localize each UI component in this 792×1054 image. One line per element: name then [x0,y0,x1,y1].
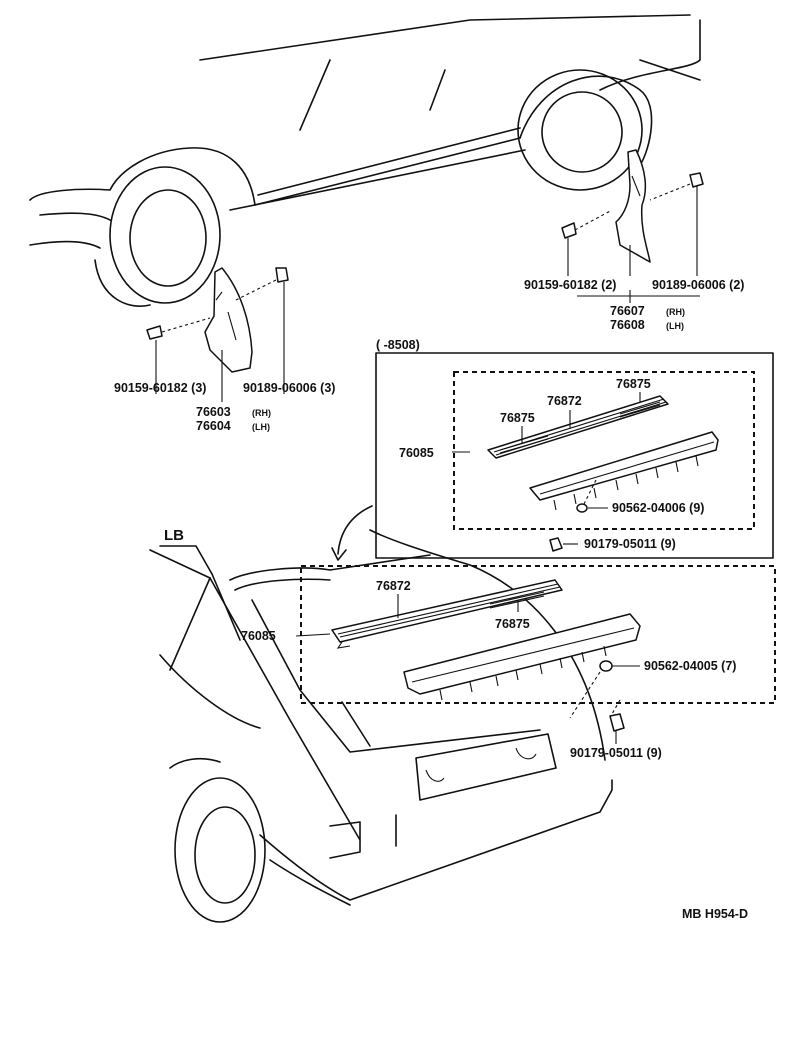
rear-mudguard-part [615,149,651,263]
rear-part-rh: 76607 [610,304,645,318]
main-stripe-tape [331,579,563,643]
diagram-code: MB H954-D [682,907,748,921]
main-spoiler-label: 76085 [241,629,276,643]
main-spoiler-body [403,613,641,695]
clip-icon [549,537,563,552]
inset-stripe-center: 76872 [547,394,582,408]
front-mudguard-group: 90159-60182 (3) 90189-06006 (3) 76603 (R… [114,267,335,433]
inset-spoiler [529,431,719,501]
inset-frame [375,352,774,559]
front-clip-label: 90189-06006 (3) [243,381,335,395]
car-rear-view: LB [149,527,613,923]
inset-stripe-right: 76875 [616,377,651,391]
nut-icon [599,660,613,672]
inset-dashed-frame [453,371,755,530]
license-plate-recess [415,733,557,801]
front-lh-tag: (LH) [252,422,270,432]
front-part-lh: 76604 [196,419,231,433]
rear-rh-tag: (RH) [666,307,685,317]
clip-icon [689,172,704,188]
main-spoiler-group: 76872 76875 76085 90562-04005 (7) 90179-… [241,565,776,760]
rear-clip-label: 90189-06006 (2) [652,278,744,292]
main-nut-label: 90562-04005 (7) [644,659,736,673]
inset-clip-label: 90179-05011 (9) [584,537,676,551]
inset-stripe-left: 76875 [500,411,535,425]
clip-icon [275,267,289,283]
inset-nut-label: 90562-04006 (9) [612,501,704,515]
inset-spoiler-label: 76085 [399,446,434,460]
screw-icon [561,222,577,239]
front-screw-label: 90159-60182 (3) [114,381,206,395]
inset-group: ( -8508) 76875 76872 76875 76085 90562-0… [331,338,774,561]
front-rh-tag: (RH) [252,408,271,418]
nut-icon [576,503,588,513]
main-clip-label: 90179-05011 (9) [570,746,662,760]
front-mudguard-part [204,267,253,373]
rear-mudguard-group: 90159-60182 (2) 90189-06006 (2) 76607 (R… [524,149,744,332]
rear-bumper [259,779,613,901]
car-side-view [29,14,701,307]
inset-date-range: ( -8508) [376,338,420,352]
clip-icon [609,713,625,732]
front-part-rh: 76603 [196,405,231,419]
main-stripe-small-label: 76875 [495,617,530,631]
rear-screw-label: 90159-60182 (2) [524,278,616,292]
screw-icon [146,325,163,340]
rear-part-lh: 76608 [610,318,645,332]
main-stripe-label: 76872 [376,579,411,593]
main-dashed-frame [300,565,776,704]
rear-lh-tag: (LH) [666,321,684,331]
body-code-label: LB [164,527,184,544]
